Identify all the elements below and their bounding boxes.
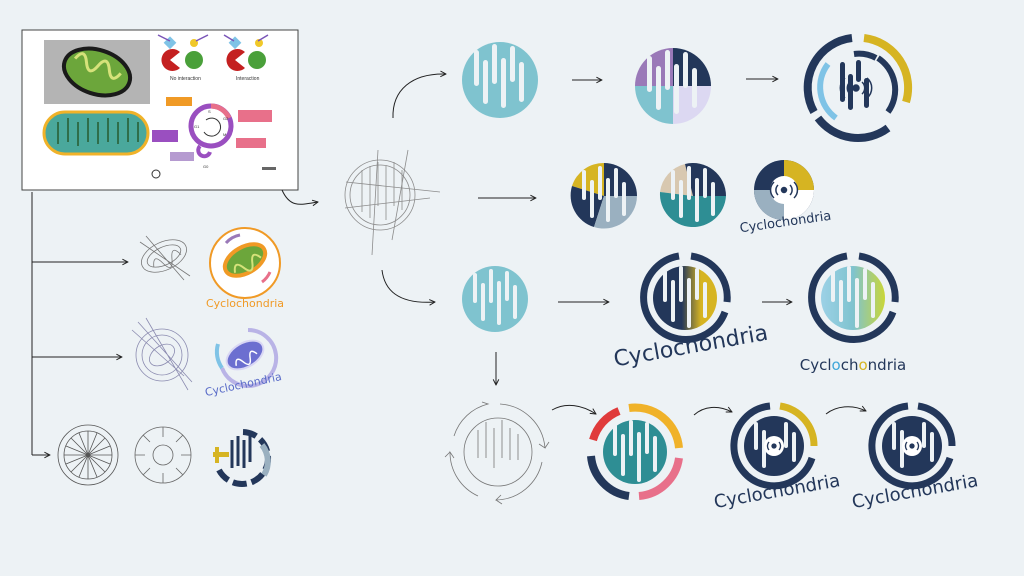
wordmark-navy-bottom-2: Cyclochondria xyxy=(850,470,979,513)
cell-cycle-diagram-icon: G1 S G2 M G0 xyxy=(152,97,272,169)
logo-navy-ring-yellow-sound xyxy=(730,402,818,490)
diagram-label-no-interaction: No interaction xyxy=(170,76,201,82)
cycle-phase-g0: G0 xyxy=(203,164,209,169)
logo-bars-quadrants xyxy=(635,48,711,124)
logo-variant-sound-small xyxy=(754,160,814,220)
logo-segmented-ring-color xyxy=(587,403,683,500)
cycle-arrows-icon xyxy=(444,401,550,505)
diagram-label-interaction: Interaction xyxy=(236,76,260,82)
logo-gradient-ring-sky-lime xyxy=(808,252,899,343)
cycle-phase-g1: G1 xyxy=(194,124,200,129)
logo-mitochondrion-orange xyxy=(209,227,281,299)
flow-arrows xyxy=(31,74,866,455)
logo-navy-ring-small xyxy=(213,429,271,487)
sound-wave-icon xyxy=(839,77,873,99)
sketch-radial-pattern xyxy=(57,424,119,486)
mitochondrion-diagram-icon xyxy=(61,46,133,98)
logo-variant-navy-yellow xyxy=(570,162,637,229)
reference-moodboard: No interaction Interaction G1 S G2 M G0 xyxy=(21,29,299,191)
sketch-concept-main xyxy=(344,149,441,256)
cycle-phase-g2: G2 xyxy=(223,116,229,121)
wordmark-navy-dotted: Cyclochondria xyxy=(800,356,906,374)
logo-ring-sound-final xyxy=(803,34,913,142)
logo-bars-teal xyxy=(462,266,528,332)
logo-navy-ring-final xyxy=(868,402,956,490)
wordmark-orange: Cyclochondria xyxy=(206,297,284,310)
cycle-phase-s: S xyxy=(208,109,211,114)
sketch-mitochondrion-1 xyxy=(139,235,191,281)
sketch-mitochondrion-2 xyxy=(131,317,193,391)
logo-variant-teal-beige xyxy=(659,163,726,228)
logo-bars-light-teal xyxy=(462,42,538,118)
wordmark-purple: Cyclochondria xyxy=(204,370,283,399)
logo-gradient-ring-navy-yellow xyxy=(640,252,731,343)
wordmark-navy-bottom-1: Cyclochondria xyxy=(712,470,841,513)
logo-mitochondrion-purple xyxy=(214,327,279,388)
pacman-icon xyxy=(157,34,269,72)
sketch-radial-pattern-clean xyxy=(134,426,192,484)
mitochondrion-cross-section-icon xyxy=(42,110,150,156)
cycle-phase-m: M xyxy=(223,132,226,137)
